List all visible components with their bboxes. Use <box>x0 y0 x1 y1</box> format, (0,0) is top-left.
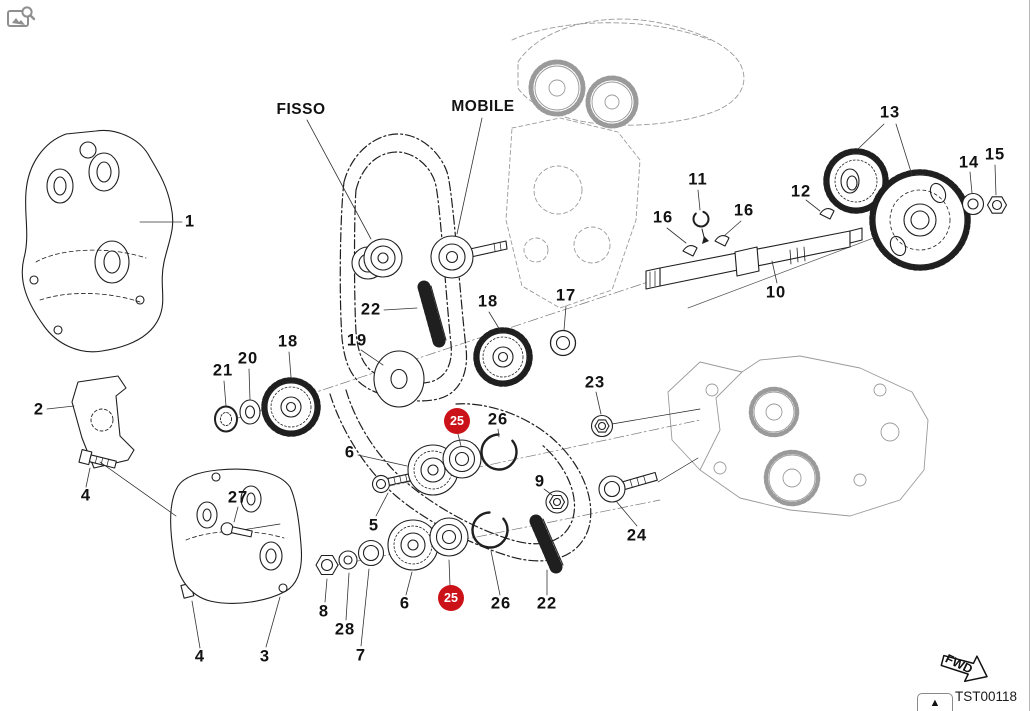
part-callout-4[interactable]: 4 <box>80 486 92 505</box>
drawing-code: TST00118 <box>954 689 1018 704</box>
part-bolt-24 <box>598 457 699 503</box>
tensioner-mobile <box>430 235 508 279</box>
mobile-tensioner-label: MOBILE <box>451 98 515 115</box>
part-callout-27[interactable]: 27 <box>227 488 249 507</box>
part-nut-15 <box>986 196 1008 214</box>
part-callout-17[interactable]: 17 <box>555 286 577 305</box>
part-woodruff-key-12 <box>819 208 835 220</box>
selected-part-badge-25[interactable]: 25 <box>444 408 470 434</box>
part-bracket <box>71 375 135 469</box>
part-callout-26[interactable]: 26 <box>490 594 512 613</box>
part-snap-ring-26-lower <box>471 511 509 549</box>
part-callout-21[interactable]: 21 <box>212 361 234 380</box>
part-callout-26[interactable]: 26 <box>487 410 509 429</box>
part-woodruff-key-16-right <box>714 235 730 247</box>
up-triangle-icon: ▲ <box>929 697 941 709</box>
fwd-direction-arrow-icon: FWD <box>940 652 988 683</box>
part-toothed-pulley-18-left <box>261 377 321 437</box>
part-nut-8 <box>315 554 339 576</box>
part-callout-20[interactable]: 20 <box>237 349 259 368</box>
part-bearing-25-upper <box>442 439 482 479</box>
part-callout-18[interactable]: 18 <box>477 292 499 311</box>
scroll-up-button[interactable]: ▲ <box>917 693 953 711</box>
part-seal-ring-17 <box>549 329 577 357</box>
part-callout-11[interactable]: 11 <box>688 170 708 189</box>
svg-text:FWD: FWD <box>943 652 975 677</box>
part-disc-washer-19 <box>373 350 425 408</box>
part-snap-ring-11 <box>692 210 710 244</box>
part-nut-9 <box>545 490 569 514</box>
fixed-tensioner-label: FISSO <box>276 101 326 118</box>
part-gear-13-large <box>869 169 971 271</box>
panel-right-border <box>1029 0 1030 711</box>
part-callout-6[interactable]: 6 <box>399 594 411 613</box>
part-timing-cover-outer <box>21 129 174 353</box>
part-callout-19[interactable]: 19 <box>346 331 368 350</box>
part-callout-6[interactable]: 6 <box>344 443 356 462</box>
part-callout-16[interactable]: 16 <box>652 208 674 227</box>
image-zoom-icon[interactable] <box>6 5 36 31</box>
part-callout-7[interactable]: 7 <box>355 646 367 665</box>
part-callout-28[interactable]: 28 <box>334 620 356 639</box>
part-callout-18[interactable]: 18 <box>277 332 299 351</box>
part-callout-23[interactable]: 23 <box>584 373 606 392</box>
part-callout-8[interactable]: 8 <box>318 602 330 621</box>
part-toothed-pulley-18-middle <box>473 327 533 387</box>
engine-ghost-geometry <box>505 18 929 517</box>
part-timing-cover-lower <box>170 468 303 604</box>
selected-part-badge-25[interactable]: 25 <box>438 585 464 611</box>
callout-leader-lines <box>46 117 997 649</box>
part-callout-10[interactable]: 10 <box>765 283 787 302</box>
part-washer-28 <box>338 550 358 570</box>
part-callout-3[interactable]: 3 <box>259 647 271 666</box>
part-plug-23 <box>590 408 701 438</box>
part-washer-14 <box>961 192 985 216</box>
tensioner-fixed <box>351 238 403 280</box>
part-callout-2[interactable]: 2 <box>33 400 45 419</box>
part-callout-22[interactable]: 22 <box>536 594 558 613</box>
part-callout-24[interactable]: 24 <box>626 526 648 545</box>
part-callout-15[interactable]: 15 <box>984 145 1006 164</box>
part-callout-14[interactable]: 14 <box>958 153 980 172</box>
part-callout-16[interactable]: 16 <box>733 201 755 220</box>
part-bolt-5 <box>371 473 412 494</box>
part-ring-nut-21 <box>214 405 238 433</box>
part-callout-5[interactable]: 5 <box>368 516 380 535</box>
part-pulley-6-lower <box>387 519 439 571</box>
part-washer-20 <box>239 399 261 425</box>
part-callout-13[interactable]: 13 <box>879 103 901 122</box>
part-bolt-4-left <box>78 449 117 469</box>
part-callout-9[interactable]: 9 <box>534 472 546 491</box>
part-woodruff-key-16-left <box>682 245 698 257</box>
part-bushing-7 <box>357 539 385 567</box>
part-callout-12[interactable]: 12 <box>790 182 812 201</box>
part-gear-13-small <box>823 148 889 214</box>
belt-toothed-segment <box>417 280 564 574</box>
part-bolt-27 <box>220 522 281 538</box>
part-bearing-25-lower <box>429 517 469 557</box>
part-snap-ring-26-upper <box>480 433 518 471</box>
part-callout-1[interactable]: 1 <box>184 212 196 231</box>
part-callout-22[interactable]: 22 <box>360 300 382 319</box>
part-balance-shaft-10 <box>645 227 863 290</box>
part-callout-4[interactable]: 4 <box>194 647 206 666</box>
